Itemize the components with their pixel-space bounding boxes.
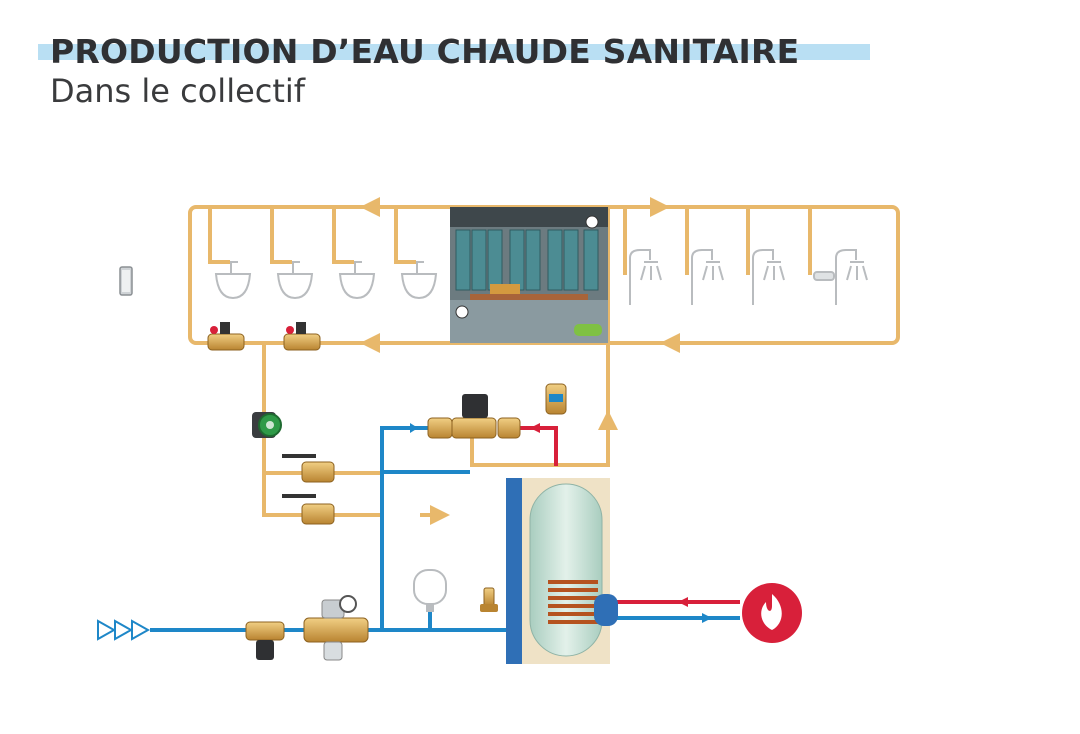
pressure-reducer-icon [303, 595, 369, 661]
balancing-valve-icon [207, 322, 245, 351]
inlet-filter-icon [245, 621, 285, 660]
title-block: PRODUCTION D’EAU CHAUDE SANITAIRE [38, 32, 870, 71]
sink-icon [338, 261, 376, 300]
shower-icon [813, 249, 868, 305]
shower-icon [691, 249, 724, 305]
filter-cartridge-icon [119, 266, 133, 296]
balancing-valves [207, 322, 321, 351]
shower-icon [629, 249, 662, 305]
thermostatic-mixing-valve-icon [427, 394, 521, 439]
page-title: PRODUCTION D’EAU CHAUDE SANITAIRE [50, 32, 800, 71]
balancing-valve-icon [283, 322, 321, 351]
locker-room-illustration [450, 207, 608, 343]
cold-water-line [150, 426, 740, 632]
title-highlight [38, 44, 870, 60]
expansion-vessel-icon [413, 569, 447, 612]
shower-icon [752, 249, 785, 305]
air-vent-icon [545, 383, 567, 415]
showers [629, 249, 868, 305]
sink-icon [276, 261, 314, 300]
boiler-flame-icon [742, 583, 802, 643]
triple-arrow-inlet-icon [97, 619, 151, 641]
circulator-pump-icon [252, 412, 282, 438]
return-valves [282, 454, 335, 525]
drain-valve-icon [480, 587, 498, 612]
sinks [214, 261, 438, 300]
primary-heat-line [510, 426, 740, 604]
sink-icon [400, 261, 438, 300]
sink-icon [214, 261, 252, 300]
page-subtitle: Dans le collectif [50, 72, 306, 110]
storage-tank [506, 478, 618, 664]
